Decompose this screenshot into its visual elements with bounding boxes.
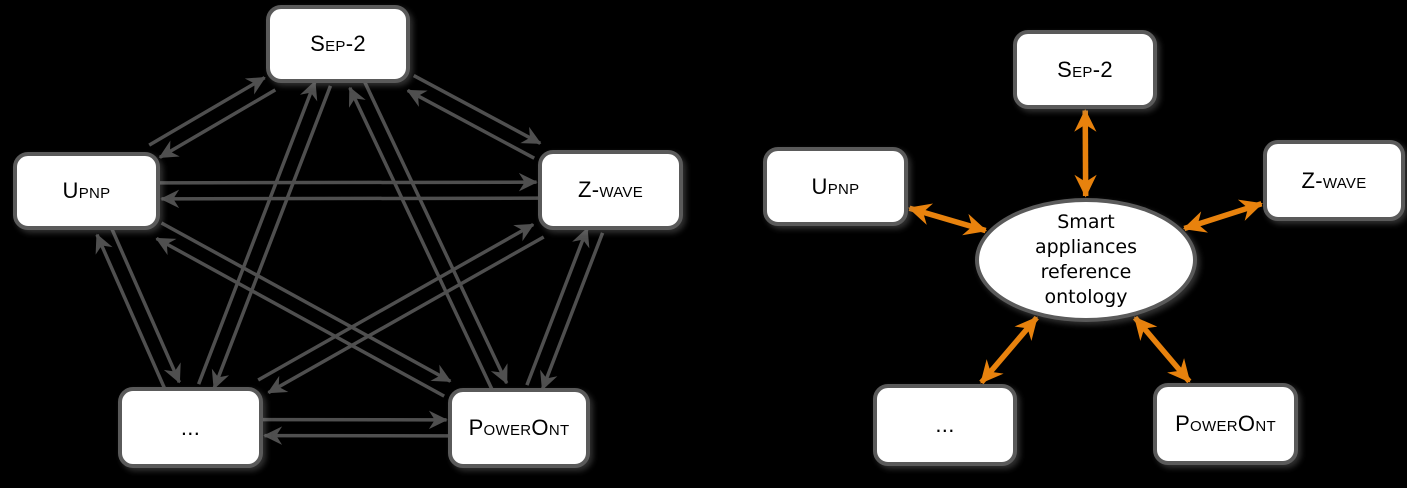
right-node-dots: ... xyxy=(873,384,1017,466)
left-node-sep2: Sep-2 xyxy=(266,5,410,83)
mesh-arrow xyxy=(159,172,538,192)
star-arrow xyxy=(908,203,988,236)
node-label: Upnp xyxy=(62,178,111,203)
node-label: Z-wave xyxy=(1301,167,1367,193)
mesh-arrow xyxy=(158,88,277,159)
star-arrow xyxy=(979,315,1039,385)
left-node-poweront: PowerOnt xyxy=(448,388,590,468)
mesh-edges-group xyxy=(95,73,605,445)
right-node-upnp: Upnp xyxy=(763,147,908,226)
mesh-arrow xyxy=(412,73,542,145)
star-arrow xyxy=(1182,199,1263,233)
node-label: ... xyxy=(180,414,201,440)
node-label: PowerOnt xyxy=(1175,411,1276,436)
left-node-dots: ... xyxy=(118,387,263,468)
mesh-arrow xyxy=(257,223,535,382)
node-label: Z-wave xyxy=(577,177,644,202)
saref-ellipse-label: Smart appliances reference ontology xyxy=(1034,210,1138,309)
mesh-arrow xyxy=(155,236,445,398)
mesh-arrow xyxy=(267,235,545,395)
mesh-arrow xyxy=(160,221,452,383)
left-node-zwave: Z-wave xyxy=(538,150,683,230)
mesh-arrow xyxy=(95,233,167,391)
right-node-sep2: Sep-2 xyxy=(1013,30,1157,109)
node-label: Sep-2 xyxy=(310,31,366,56)
star-arrow xyxy=(1132,315,1192,384)
right-node-poweront: PowerOnt xyxy=(1153,383,1298,465)
node-label: PowerOnt xyxy=(468,415,570,440)
star-edges-group xyxy=(908,108,1263,385)
mesh-arrow xyxy=(148,76,266,147)
mesh-arrow xyxy=(211,85,333,390)
mesh-arrow xyxy=(196,80,318,385)
mesh-arrow xyxy=(109,226,181,384)
mesh-arrow xyxy=(540,232,605,391)
node-label: Sep-2 xyxy=(1057,56,1113,82)
mesh-arrow xyxy=(406,88,536,160)
mesh-arrow xyxy=(160,189,539,209)
mesh-arrow xyxy=(348,86,495,393)
mesh-arrow xyxy=(362,78,509,385)
mesh-arrow xyxy=(525,227,590,386)
node-label: ... xyxy=(935,412,955,437)
right-node-zwave: Z-wave xyxy=(1263,140,1405,221)
left-node-upnp: Upnp xyxy=(13,152,160,230)
saref-center-ellipse: Smart appliances reference ontology xyxy=(975,198,1197,322)
node-label: Upnp xyxy=(811,173,860,199)
